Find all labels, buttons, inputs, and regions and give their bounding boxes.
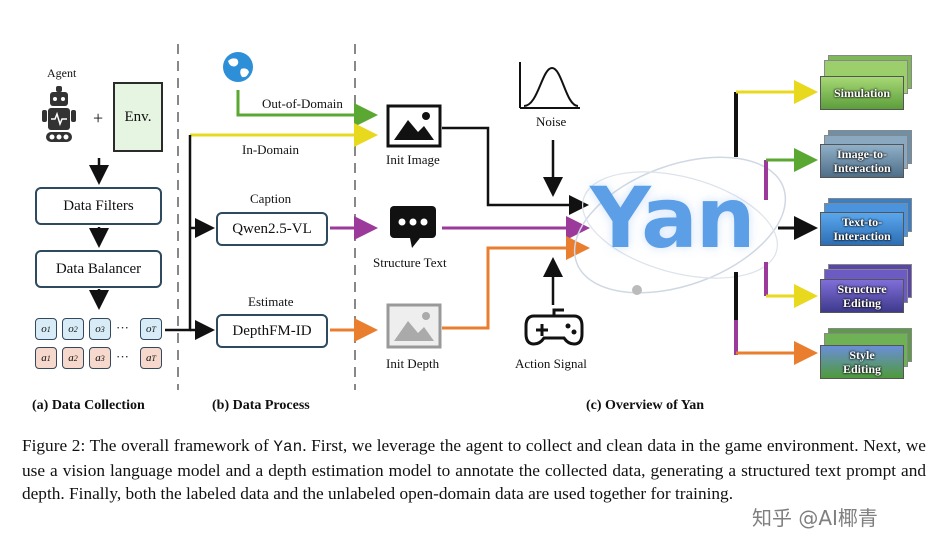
robot-agent-icon xyxy=(42,86,76,142)
init-depth-label: Init Depth xyxy=(386,356,440,371)
watermark: 知乎 @AI椰青 xyxy=(752,506,878,530)
framework-figure: Agent + Env. Data Filters Data Balancer … xyxy=(32,44,912,413)
depthfm-box: DepthFM-ID xyxy=(216,314,328,348)
image-icon xyxy=(386,104,442,148)
init-image-label: Init Image xyxy=(386,152,440,167)
environment-box: Env. xyxy=(113,82,163,152)
task-text-to-interaction: Text-to-Interaction xyxy=(820,212,904,246)
data-balancer-box: Data Balancer xyxy=(35,250,162,288)
task-simulation: Simulation xyxy=(820,76,904,110)
figure-caption: Figure 2: The overall framework of Yan. … xyxy=(22,436,926,503)
globe-icon xyxy=(223,52,253,82)
task-image-to-interaction: Image-to-Interaction xyxy=(820,144,904,178)
section-label-b: (b) Data Process xyxy=(212,398,310,413)
data-filters-box: Data Filters xyxy=(35,187,162,225)
structure-text-label: Structure Text xyxy=(373,255,447,270)
caption-label: Caption xyxy=(250,191,292,206)
in-domain-label: In-Domain xyxy=(242,142,300,157)
action-signal-label: Action Signal xyxy=(515,356,587,371)
section-label-c: (c) Overview of Yan xyxy=(586,398,705,413)
ellipsis: ··· xyxy=(116,320,129,335)
out-of-domain-label: Out-of-Domain xyxy=(262,96,343,111)
section-label-a: (a) Data Collection xyxy=(32,398,145,413)
figure-connectors xyxy=(42,44,818,390)
yan-logo: Yan xyxy=(590,169,756,267)
estimate-label: Estimate xyxy=(248,294,294,309)
game-controller-icon xyxy=(524,308,584,346)
qwen-vl-box: Qwen2.5-VL xyxy=(216,212,328,246)
noise-label: Noise xyxy=(536,114,567,129)
depth-image-icon xyxy=(386,303,442,349)
ellipsis: ··· xyxy=(116,349,129,364)
speech-bubble-icon xyxy=(390,206,436,248)
agent-label: Agent xyxy=(47,66,77,80)
noise-distribution-icon xyxy=(519,62,580,109)
plus-sign: + xyxy=(93,108,104,128)
